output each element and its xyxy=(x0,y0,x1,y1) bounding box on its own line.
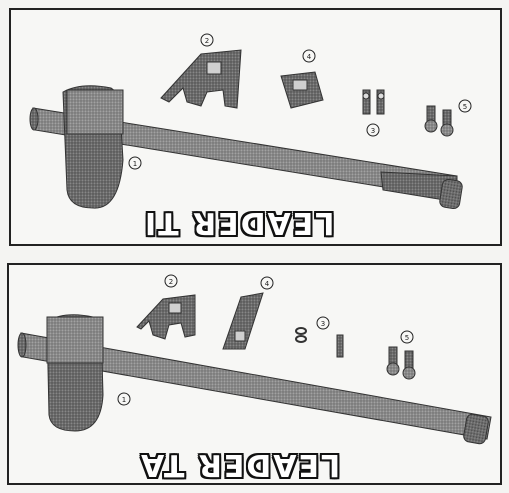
svg-text:1: 1 xyxy=(133,160,137,168)
leader-ta-drawing: 1 2 3 4 5 xyxy=(17,274,492,445)
svg-text:1: 1 xyxy=(122,396,126,404)
callout-5: 5 xyxy=(458,99,472,113)
svg-text:3: 3 xyxy=(371,127,375,135)
bracket-part-2 xyxy=(160,49,242,109)
caption-leader-ti: LEADER TI xyxy=(143,205,335,240)
svg-text:5: 5 xyxy=(405,334,409,342)
clevis-part-4 xyxy=(280,71,324,109)
actuator-part-1 xyxy=(17,314,492,445)
svg-text:4: 4 xyxy=(307,53,312,61)
callout-2: 2 xyxy=(164,274,178,288)
callout-4: 4 xyxy=(302,49,316,63)
svg-text:5: 5 xyxy=(463,103,467,111)
bolts-part-5 xyxy=(424,105,454,137)
callout-3: 3 xyxy=(366,123,380,137)
panel-leader-ti: 1 2 3 4 5 LEADER TI xyxy=(9,8,502,246)
actuator-part-1 xyxy=(29,85,463,210)
callout-1: 1 xyxy=(117,392,131,406)
pins-part-3 xyxy=(295,327,344,358)
callout-1: 1 xyxy=(128,156,142,170)
svg-text:3: 3 xyxy=(321,320,325,328)
svg-text:4: 4 xyxy=(265,280,270,288)
caption-leader-ta: LEADER TA xyxy=(139,447,341,482)
svg-text:2: 2 xyxy=(169,278,173,286)
bracket-part-2 xyxy=(136,294,196,340)
callout-4: 4 xyxy=(260,276,274,290)
leader-ti-drawing: 1 2 3 4 5 xyxy=(29,33,472,210)
callout-5: 5 xyxy=(400,330,414,344)
clevis-part-4 xyxy=(222,292,264,350)
bolts-part-5 xyxy=(386,346,416,380)
pins-part-3 xyxy=(362,89,385,115)
callout-3: 3 xyxy=(316,316,330,330)
panel-leader-ta: 1 2 3 4 5 LEADER TA xyxy=(7,263,502,485)
callout-2: 2 xyxy=(200,33,214,47)
svg-text:2: 2 xyxy=(205,37,209,45)
